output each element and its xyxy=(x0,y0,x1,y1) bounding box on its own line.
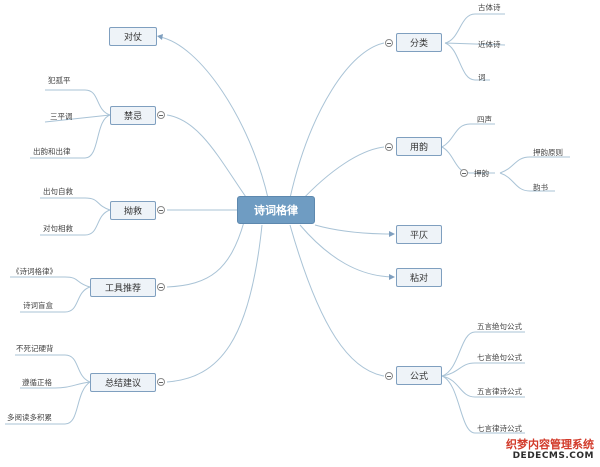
leaf-gongshi-2[interactable]: 五言律诗公式 xyxy=(477,386,522,396)
leaf-gongshi-3[interactable]: 七言律诗公式 xyxy=(477,423,522,433)
leaf-fenlei-1[interactable]: 近体诗 xyxy=(478,39,501,49)
collapse-toggle-yongyun[interactable] xyxy=(385,143,393,151)
leaf-yayun[interactable]: 押韵 xyxy=(474,168,489,178)
branch-pingze[interactable]: 平仄 xyxy=(396,225,442,244)
collapse-toggle-fenlei[interactable] xyxy=(385,39,393,47)
leaf-gongju-0[interactable]: 《诗词格律》 xyxy=(12,266,57,276)
watermark-title: 织梦内容管理系统 xyxy=(506,438,594,451)
collapse-toggle-gongshi[interactable] xyxy=(385,372,393,380)
collapse-toggle-zongjie[interactable] xyxy=(157,378,165,386)
leaf-gongshi-0[interactable]: 五言绝句公式 xyxy=(477,321,522,331)
collapse-toggle-aojiu[interactable] xyxy=(157,206,165,214)
leaf-zongjie-0[interactable]: 不死记硬背 xyxy=(16,343,54,353)
leaf-gongshi-1[interactable]: 七言绝句公式 xyxy=(477,352,522,362)
branch-gongshi[interactable]: 公式 xyxy=(396,366,442,385)
branch-duizhang[interactable]: 对仗 xyxy=(109,27,157,46)
leaf-jinji-2[interactable]: 出韵和出律 xyxy=(33,146,71,156)
branch-fenlei[interactable]: 分类 xyxy=(396,33,442,52)
branch-niandui[interactable]: 粘对 xyxy=(396,268,442,287)
leaf-zongjie-2[interactable]: 多阅读多积累 xyxy=(7,412,52,422)
leaf-fenlei-2[interactable]: 词 xyxy=(478,72,486,82)
branch-jinji[interactable]: 禁忌 xyxy=(110,106,156,125)
leaf-yayun-child-1[interactable]: 韵书 xyxy=(533,182,548,192)
collapse-toggle-yayun[interactable] xyxy=(460,169,468,177)
branch-gongju[interactable]: 工具推荐 xyxy=(90,278,156,297)
leaf-yayun-child-0[interactable]: 押韵原则 xyxy=(533,147,563,157)
leaf-jinji-0[interactable]: 犯孤平 xyxy=(48,75,71,85)
root-node[interactable]: 诗词格律 xyxy=(237,196,315,224)
leaf-zongjie-1[interactable]: 遵循正格 xyxy=(22,377,52,387)
branch-aojiu[interactable]: 拗救 xyxy=(110,201,156,220)
watermark: 织梦内容管理系统 DEDECMS.COM xyxy=(506,439,594,461)
branch-zongjie[interactable]: 总结建议 xyxy=(90,373,156,392)
leaf-jinji-1[interactable]: 三平调 xyxy=(50,111,73,121)
branch-yongyun[interactable]: 用韵 xyxy=(396,137,442,156)
leaf-aojiu-1[interactable]: 对句相救 xyxy=(43,223,73,233)
leaf-fenlei-0[interactable]: 古体诗 xyxy=(478,2,501,12)
leaf-aojiu-0[interactable]: 出句自救 xyxy=(43,186,73,196)
leaf-gongju-1[interactable]: 诗词盲盒 xyxy=(23,300,53,310)
leaf-yongyun-sishen[interactable]: 四声 xyxy=(477,114,492,124)
watermark-url: DEDECMS.COM xyxy=(512,451,594,461)
collapse-toggle-jinji[interactable] xyxy=(157,111,165,119)
collapse-toggle-gongju[interactable] xyxy=(157,283,165,291)
